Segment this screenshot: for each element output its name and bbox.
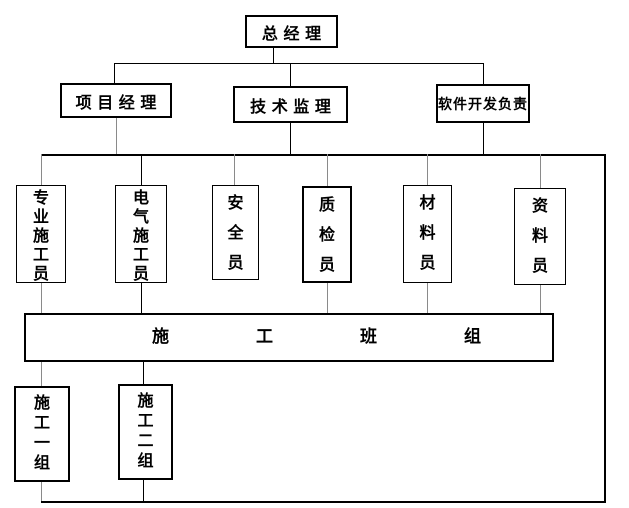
- connector-col3-top: [234, 154, 235, 185]
- node-software-dev-lead: 软件开发负责: [436, 84, 530, 123]
- node-label: 技 术 监 理: [250, 96, 331, 116]
- connector-ts-bottom: [290, 123, 291, 154]
- connector-level3-bus: [41, 154, 606, 156]
- connector-col6-bottom: [540, 285, 541, 313]
- connector-pm-top: [114, 63, 115, 83]
- connector-group2-bottom: [143, 480, 144, 503]
- node-label: 软件开发负责: [438, 96, 528, 113]
- node-label: 资料员: [531, 196, 548, 275]
- connector-group1-bottom: [41, 482, 42, 503]
- node-quality-inspector: 质检员: [302, 186, 352, 283]
- connector-col5-bottom: [427, 283, 428, 313]
- node-professional-constructor: 专业施工员: [16, 185, 66, 283]
- node-construction-team: 施工班组: [24, 313, 554, 362]
- node-label: 专业施工员: [32, 188, 49, 283]
- connector-col6-top: [540, 154, 541, 188]
- connector-col2-top: [141, 154, 142, 185]
- node-label: 施工一组: [33, 393, 50, 472]
- node-label: 施工班组: [152, 327, 552, 347]
- connector-col1-bottom: [41, 283, 42, 313]
- node-label: 材料员: [419, 193, 436, 272]
- connector-gm-drop: [273, 48, 274, 64]
- node-document-officer: 资料员: [514, 188, 566, 285]
- node-label: 电气施工员: [132, 188, 149, 283]
- connector-level2-bus: [114, 63, 484, 64]
- node-label: 安全员: [227, 193, 244, 272]
- connector-pm-bottom: [116, 118, 117, 154]
- connector-col1-top: [41, 154, 42, 185]
- node-material-officer: 材料员: [403, 185, 452, 283]
- connector-group2-top: [143, 362, 144, 384]
- connector-group1-top: [41, 362, 42, 386]
- node-construction-group-2: 施工二组: [118, 384, 173, 480]
- connector-col4-bottom: [327, 283, 328, 313]
- connector-sw-top: [483, 63, 484, 84]
- node-safety-officer: 安全员: [212, 185, 259, 280]
- node-construction-group-1: 施工一组: [14, 386, 70, 482]
- node-label: 质检员: [318, 195, 335, 274]
- node-label: 施工二组: [137, 391, 154, 470]
- node-label: 项 目 经 理: [75, 92, 157, 112]
- connector-sw-bottom: [483, 123, 484, 154]
- connector-bottom-bus: [41, 501, 606, 503]
- connector-col4-top: [327, 154, 328, 186]
- node-project-manager: 项 目 经 理: [60, 83, 172, 118]
- node-technical-supervisor: 技 术 监 理: [233, 86, 348, 123]
- connector-col2-bottom: [141, 283, 142, 313]
- connector-right-rail: [604, 154, 606, 503]
- node-general-manager: 总 经 理: [245, 15, 338, 48]
- connector-ts-top: [290, 63, 291, 86]
- node-label: 总 经 理: [261, 23, 322, 43]
- connector-col5-top: [427, 154, 428, 185]
- node-electrical-constructor: 电气施工员: [115, 185, 167, 283]
